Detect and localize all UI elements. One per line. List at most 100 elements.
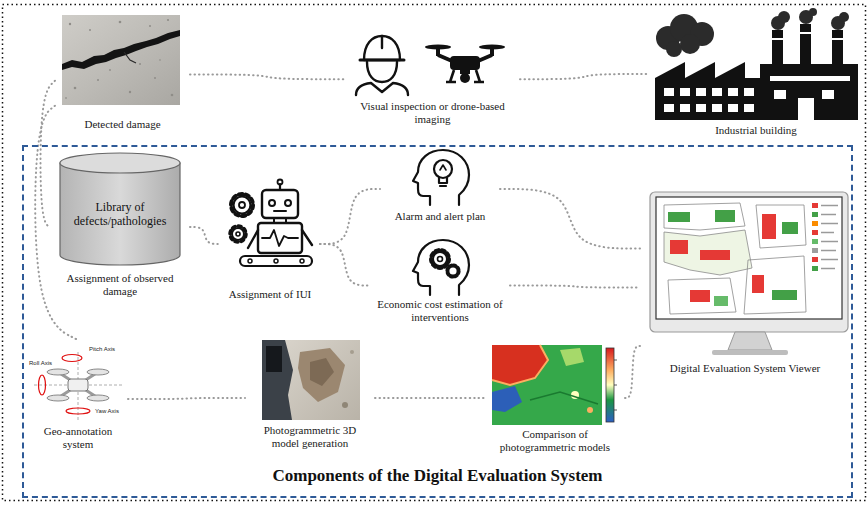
factory-icon [798, 98, 814, 120]
factory-icon [772, 38, 783, 40]
icon-node: Economic cost estimation of intervention… [370, 238, 510, 333]
deviation-map [492, 345, 617, 425]
wall-photo [310, 358, 334, 386]
dotted-connector [520, 74, 650, 79]
dotted-connector [190, 227, 220, 244]
robot-icon [300, 259, 304, 263]
factory-icon [728, 104, 738, 112]
axis-label: Pitch Axis [88, 346, 116, 353]
dotted-connector [375, 397, 485, 399]
database-cylinder-shape [60, 153, 180, 173]
robot-icon [230, 180, 312, 267]
geo-drone-figure [68, 379, 88, 391]
idea-head-icon [413, 150, 469, 205]
crack-photo [149, 25, 151, 27]
factory-icon [800, 24, 811, 66]
monitor-icon [668, 278, 736, 314]
factory-icon [832, 30, 843, 66]
factory-icon [822, 90, 834, 99]
monitor-icon [650, 192, 848, 355]
deviation-map [492, 345, 548, 385]
photo-node: Comparison of photogrammetric models [485, 338, 625, 458]
geo-drone-figure [87, 369, 109, 375]
monitor-icon [821, 206, 838, 269]
robot-icon [285, 200, 291, 206]
dotted-connector [500, 189, 640, 249]
crack-photo [89, 29, 91, 31]
dotted-connector [35, 106, 78, 340]
factory-icon [744, 104, 754, 112]
drone-icon [460, 73, 470, 83]
drone-icon [425, 45, 505, 84]
wall-photo [262, 340, 360, 420]
crack-photo [69, 23, 71, 25]
robot-icon [269, 200, 275, 206]
dotted-connector [510, 286, 640, 288]
monitor-icon [650, 192, 848, 332]
monitor-icon [712, 350, 788, 355]
wall-photo [350, 350, 354, 354]
node-label: Photogrammetric 3D model generation [254, 424, 366, 450]
dotted-connector [41, 81, 55, 227]
factory-icon [696, 104, 706, 112]
region-title: Components of the Digital Evaluation Sys… [138, 466, 738, 486]
crack-photo [124, 52, 136, 63]
node-label: Assignment of IUI [220, 288, 320, 301]
icon-node: Assignment of IUI [220, 180, 320, 308]
drone-icon [450, 56, 480, 70]
node-label: Detected damage [58, 118, 188, 131]
robot-icon [230, 226, 246, 242]
dotted-connector [320, 244, 370, 286]
robot-icon [236, 232, 240, 236]
icon-node: Alarm and alert plan [380, 148, 500, 230]
geo-drone-figure [66, 408, 90, 414]
deviation-map [492, 345, 548, 385]
factory-icon [664, 104, 674, 112]
crack-photo [159, 59, 161, 61]
geo-drone-figure [58, 372, 98, 398]
monitor-icon [664, 230, 752, 275]
deviation-map [587, 407, 593, 413]
crack-photo [97, 79, 99, 81]
database-cylinder-shape [60, 163, 180, 265]
gear-head-icon [413, 240, 469, 295]
robot-icon [240, 256, 312, 266]
monitor-icon [715, 210, 735, 222]
dotted-connector [128, 398, 245, 399]
monitor-icon [812, 212, 818, 217]
wall-photo [298, 348, 345, 402]
factory-icon [655, 62, 858, 120]
geo-drone-figure [62, 355, 82, 362]
geo-drone-figure [39, 375, 46, 395]
factory-icon [680, 88, 690, 96]
robot-icon [278, 180, 283, 185]
monitor-icon [690, 290, 710, 302]
monitor-icon [700, 250, 730, 260]
gear-head-icon [447, 265, 459, 277]
factory-icon [728, 88, 738, 96]
node-label: Alarm and alert plan [381, 210, 499, 223]
deviation-map [530, 392, 598, 404]
deviation-map [492, 345, 602, 425]
photo-node: Photogrammetric 3D model generation [245, 338, 375, 458]
factory-icon [800, 32, 811, 34]
idea-head-icon [413, 150, 469, 205]
crack-photo [109, 69, 111, 71]
worker-icon [356, 36, 408, 95]
factory-icon [772, 30, 783, 66]
crack-photo [129, 91, 131, 93]
axis-label: Yaw Axis [94, 408, 120, 415]
monitor-icon [670, 240, 688, 254]
factory-icon [664, 88, 674, 96]
node-label: Comparison of photogrammetric models [490, 428, 620, 454]
factory-icon [712, 104, 722, 112]
robot-icon [258, 223, 302, 253]
monitor-icon [772, 290, 797, 300]
monitor-icon [812, 221, 818, 226]
dotted-connector [190, 75, 345, 80]
drone-icon [446, 70, 484, 82]
monitor-icon [664, 203, 745, 230]
monitor-icon [812, 203, 818, 208]
dotted-connector [320, 189, 380, 244]
